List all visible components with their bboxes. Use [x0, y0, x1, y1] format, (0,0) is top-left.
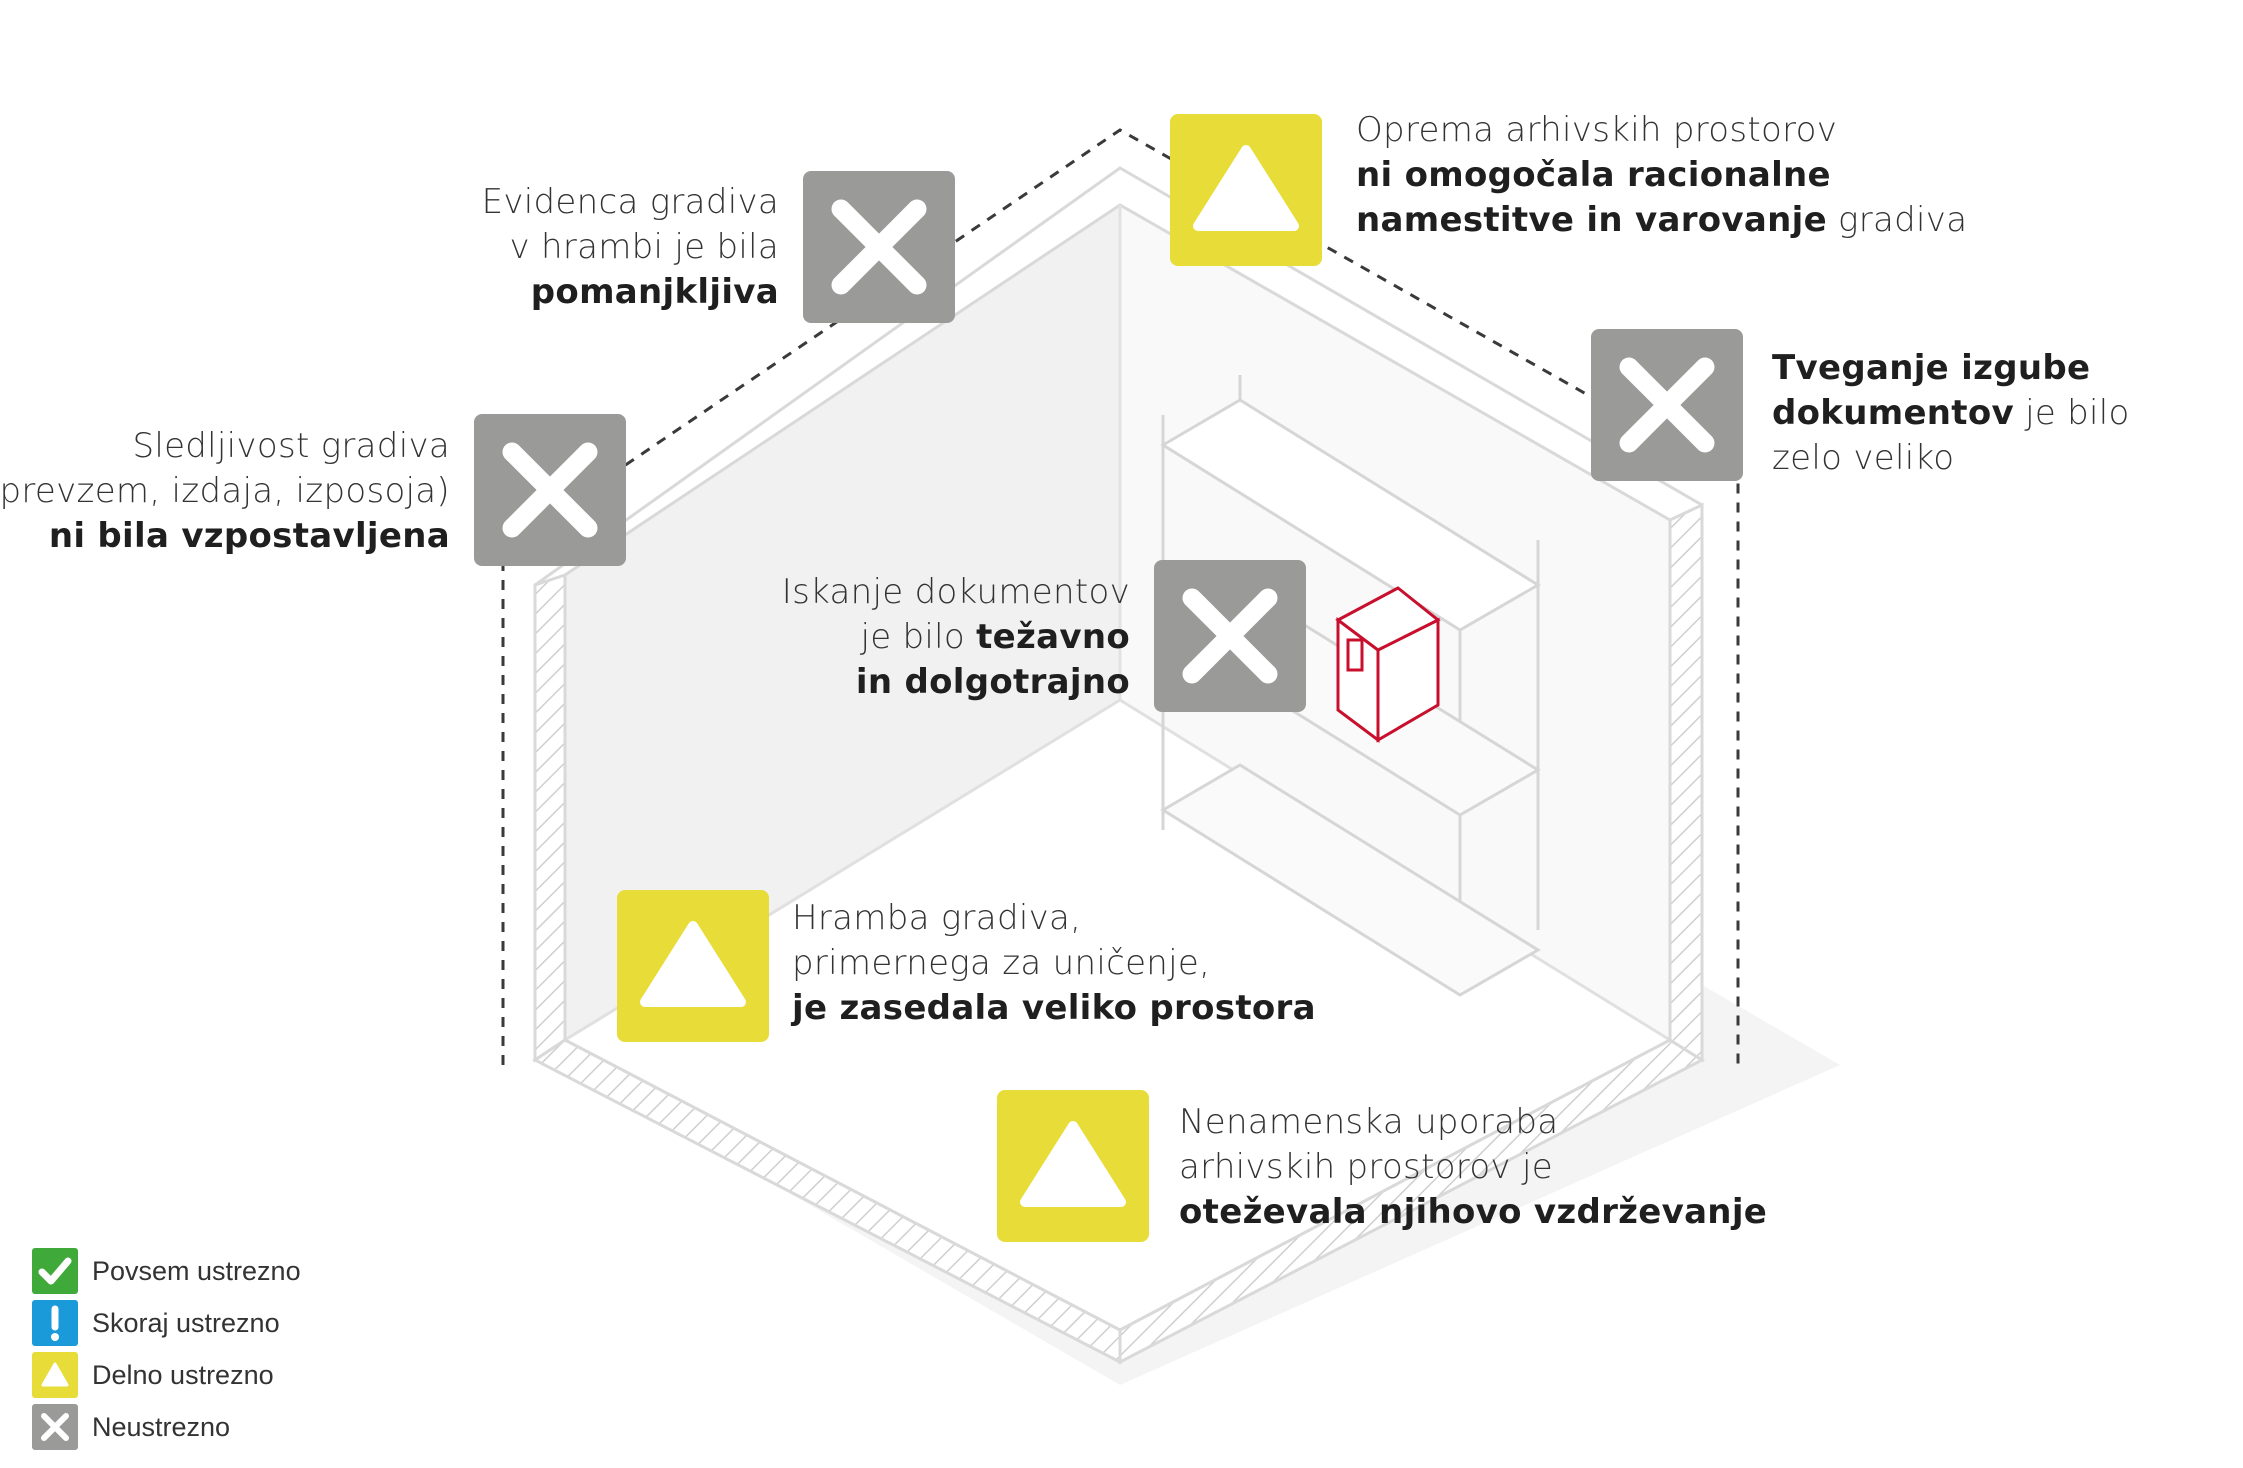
- status-badge-tveganje: [1591, 329, 1743, 481]
- legend-label: Neustrezno: [92, 1412, 231, 1442]
- label-line: je bilo težavno: [782, 615, 1130, 660]
- label-line: Nenamenska uporaba: [1179, 1100, 1767, 1145]
- label-text: je bilo: [860, 617, 977, 657]
- label-evidenca: Evidenca gradiva v hrambi je bila pomanjkl…: [482, 180, 779, 315]
- label-line: primernega za uničenje,: [792, 941, 1316, 986]
- label-text: v hrambi je bila: [509, 227, 779, 267]
- label-line: Evidenca gradiva: [482, 180, 779, 225]
- legend-swatch: [32, 1300, 78, 1346]
- exclamation-icon: [51, 1305, 59, 1341]
- label-text: Hramba gradiva,: [792, 898, 1082, 938]
- label-bold-text: ni bila vzpostavljena: [48, 516, 450, 556]
- label-line: Hramba gradiva,: [792, 896, 1316, 941]
- dashed-outline: [501, 128, 1740, 1065]
- status-badge-hramba: [617, 890, 769, 1042]
- cross-icon: [1619, 357, 1715, 453]
- label-text: Nenamenska uporaba: [1179, 1102, 1559, 1142]
- label-text: je bilo: [2013, 393, 2130, 433]
- status-badge-sledljivost: [474, 414, 626, 566]
- triangle-icon: [640, 921, 746, 1007]
- label-line: ni bila vzpostavljena: [0, 514, 450, 559]
- check-icon: [38, 1257, 72, 1285]
- label-sledljivost: Sledljivost gradiva (prevzem, izdaja, izp…: [0, 424, 450, 559]
- legend-label: Povsem ustrezno: [92, 1256, 301, 1286]
- triangle-icon: [1193, 145, 1299, 231]
- back-left-wall: [565, 205, 1120, 1040]
- cross-icon: [41, 1413, 69, 1441]
- status-badge-oprema: [1170, 114, 1322, 266]
- label-oprema: Oprema arhivskih prostorov ni omogočala r…: [1356, 108, 1967, 243]
- label-bold-text: oteževala njihovo vzdrževanje: [1179, 1192, 1768, 1232]
- label-bold-text: in dolgotrajno: [855, 662, 1130, 702]
- label-line: oteževala njihovo vzdrževanje: [1179, 1190, 1767, 1235]
- legend-label: Delno ustrezno: [92, 1360, 274, 1390]
- label-bold-text: dokumentov: [1772, 393, 2014, 433]
- triangle-icon: [41, 1362, 69, 1387]
- label-text: primernega za uničenje,: [792, 943, 1211, 983]
- label-text: Evidenca gradiva: [481, 182, 779, 222]
- label-bold-text: ni omogočala racionalne: [1356, 155, 1831, 195]
- cross-icon: [502, 442, 598, 538]
- label-bold-text: težavno: [976, 617, 1130, 657]
- label-text: gradiva: [1826, 200, 1968, 240]
- status-badge-iskanje: [1154, 560, 1306, 712]
- label-bold-text: namestitve in varovanje: [1356, 200, 1827, 240]
- cross-icon: [831, 199, 927, 295]
- label-line: pomanjkljiva: [482, 270, 779, 315]
- label-bold-text: je zasedala veliko prostora: [792, 988, 1316, 1028]
- status-badge-nenamenska: [997, 1090, 1149, 1242]
- label-line: Sledljivost gradiva: [0, 424, 450, 469]
- label-line: zelo veliko: [1772, 436, 2130, 481]
- right-wall-edge: [1668, 502, 1704, 1063]
- label-text: zelo veliko: [1772, 438, 1955, 478]
- left-wall-edge: [533, 572, 567, 1063]
- triangle-icon: [1020, 1121, 1126, 1207]
- label-line: arhivskih prostorov je: [1179, 1145, 1767, 1190]
- label-text: (prevzem, izdaja, izposoja): [0, 471, 450, 511]
- label-line: namestitve in varovanje gradiva: [1356, 198, 1967, 243]
- label-text: Iskanje dokumentov: [781, 572, 1130, 612]
- label-line: Tveganje izgube: [1772, 346, 2130, 391]
- label-text: Sledljivost gradiva: [132, 426, 450, 466]
- legend-swatch: [32, 1352, 78, 1398]
- legend-swatch: [32, 1404, 78, 1450]
- label-line: (prevzem, izdaja, izposoja): [0, 469, 450, 514]
- binder-icon: [1335, 586, 1441, 743]
- label-bold-text: pomanjkljiva: [530, 272, 779, 312]
- legend-swatch: [32, 1248, 78, 1294]
- label-line: ni omogočala racionalne: [1356, 153, 1967, 198]
- wall-top-rim: [534, 166, 1703, 587]
- label-text: arhivskih prostorov je: [1179, 1147, 1553, 1187]
- label-line: Oprema arhivskih prostorov: [1356, 108, 1967, 153]
- legend-label: Skoraj ustrezno: [92, 1308, 280, 1338]
- label-line: dokumentov je bilo: [1772, 391, 2130, 436]
- label-line: Iskanje dokumentov: [782, 570, 1130, 615]
- label-text: Oprema arhivskih prostorov: [1356, 110, 1838, 150]
- label-line: in dolgotrajno: [782, 660, 1130, 705]
- status-badge-evidenca: [803, 171, 955, 323]
- label-line: v hrambi je bila: [482, 225, 779, 270]
- label-hramba: Hramba gradiva, primernega za uničenje, je…: [792, 896, 1316, 1031]
- label-bold-text: Tveganje izgube: [1772, 348, 2091, 388]
- label-nenamenska: Nenamenska uporaba arhivskih prostorov je…: [1179, 1100, 1767, 1235]
- cross-icon: [1182, 588, 1278, 684]
- label-line: je zasedala veliko prostora: [792, 986, 1316, 1031]
